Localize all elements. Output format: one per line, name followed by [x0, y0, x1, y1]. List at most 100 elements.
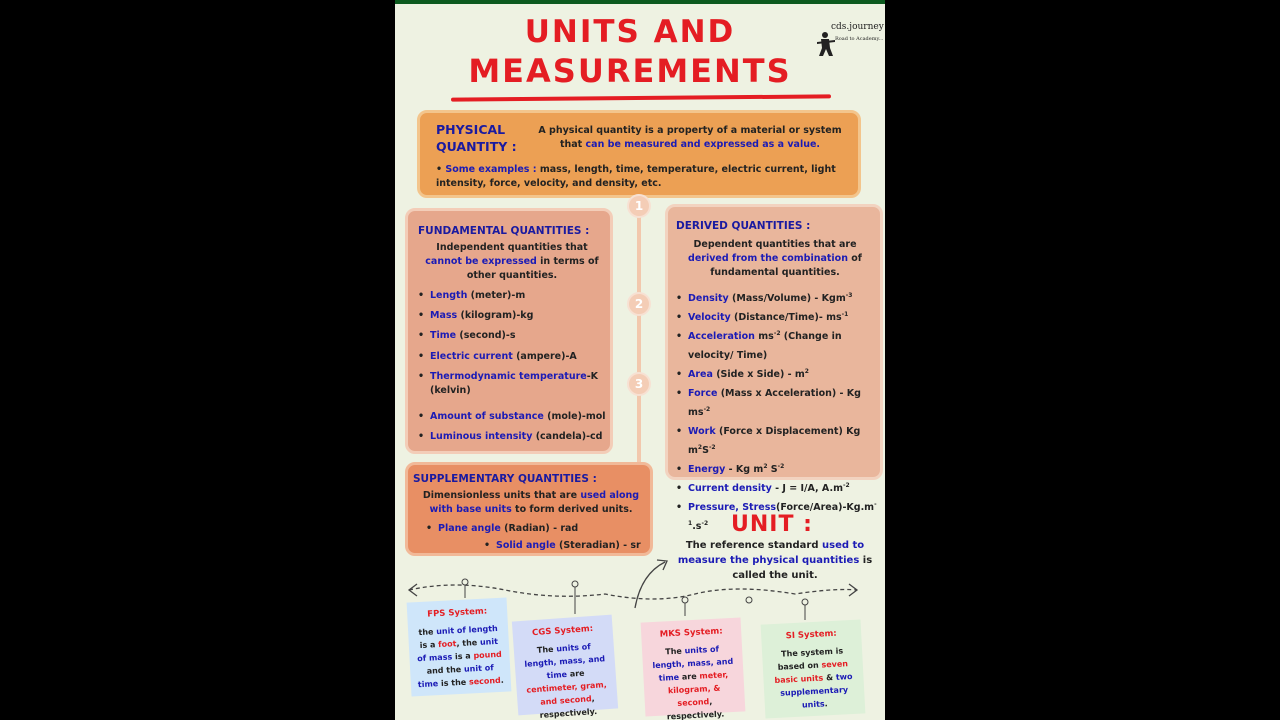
text: is a: [451, 651, 474, 662]
quantity-formula: - Kg m: [725, 464, 764, 475]
quantity-name: Length: [430, 290, 468, 301]
text: is the: [437, 677, 470, 689]
quantity-name: Thermodynamic temperature: [430, 370, 587, 382]
superscript: -2: [703, 405, 711, 413]
quantity-unit: -K (kelvin): [430, 370, 599, 396]
list-item: Time (second)-s: [418, 329, 614, 349]
step-number: 2: [627, 292, 651, 316]
list-item: Current density - J = I/A, A.m-2: [676, 479, 882, 498]
quantity-name: Solid angle: [496, 540, 556, 551]
timeline-connector: [637, 196, 641, 462]
superscript: -3: [845, 291, 853, 299]
list-item: Luminous intensity (candela)-cd: [418, 430, 614, 450]
quantity-name: Work: [688, 426, 716, 437]
quantity-formula-tail: S: [767, 464, 778, 475]
quantity-name: Time: [430, 330, 457, 342]
title-line-1: UNITS AND: [524, 14, 736, 50]
desc-text: of fundamental quantities.: [710, 253, 862, 278]
supplementary-list: Plane angle (Radian) - rad Solid angle (…: [426, 520, 652, 554]
text: The: [665, 646, 685, 657]
card-text: The units of length, mass, and time are …: [648, 642, 740, 720]
quantity-name: Mass: [430, 310, 458, 322]
supplementary-description: Dimensionless units that are used along …: [418, 489, 644, 517]
text: and the: [426, 664, 465, 676]
superscript: -2: [777, 462, 785, 470]
superscript: -2: [842, 481, 850, 489]
quantity-formula: (Force x Displacement) Kg m: [688, 426, 861, 456]
quantity-name: Pressure, Stress: [688, 502, 777, 513]
text: The: [536, 644, 557, 655]
definition-text: A physical quantity is a property of a m…: [538, 125, 842, 150]
text: &: [823, 672, 837, 683]
desc-highlight: cannot be expressed: [425, 256, 537, 267]
physical-quantity-title: PHYSICAL QUANTITY :: [436, 122, 517, 154]
top-bar: [395, 0, 885, 4]
title-line-2: MEASUREMENTS: [468, 52, 792, 90]
title-underline: [450, 94, 832, 102]
quantity-formula: ms: [754, 331, 774, 342]
examples-label: Some examples :: [445, 164, 537, 175]
step-number: 3: [627, 372, 651, 396]
quantity-unit: (meter)-m: [467, 290, 526, 301]
quantity-name: Energy: [688, 464, 726, 475]
fundamental-quantities-box: FUNDAMENTAL QUANTITIES : Independent qua…: [405, 208, 613, 454]
card-title: SI System:: [785, 628, 837, 642]
quantity-unit: (Radian) - rad: [500, 523, 579, 534]
card-text: the unit of length is a foot, the unit o…: [414, 622, 505, 692]
fundamental-title: FUNDAMENTAL QUANTITIES :: [418, 225, 590, 237]
desc-highlight: derived from the combination: [688, 253, 848, 264]
quantity-unit: (mole)-mol: [543, 410, 606, 422]
bullet-dot: •: [436, 164, 446, 175]
quantity-unit: (Steradian) - sr: [555, 540, 641, 551]
physical-quantity-examples: • Some examples : mass, length, time, te…: [436, 163, 846, 191]
text: is a: [419, 640, 439, 651]
quantity-name: Acceleration: [688, 331, 755, 342]
superscript: -2: [708, 443, 716, 451]
quantity-name: Density: [688, 293, 729, 304]
text: are: [566, 668, 585, 679]
list-item: Density (Mass/Volume) - Kgm-3: [676, 289, 882, 308]
desc-text: in terms of other quantities.: [466, 256, 599, 281]
desc-highlight: used along with base units: [429, 490, 640, 515]
superscript: 2: [763, 462, 768, 470]
derived-quantities-box: DERIVED QUANTITIES : Dependent quantitie…: [665, 204, 883, 532]
derived-title: DERIVED QUANTITIES :: [676, 220, 811, 232]
quantity-formula: - J = I/A, A.m: [771, 483, 843, 494]
text: , the: [456, 637, 481, 649]
quantity-unit: (ampere)-A: [512, 350, 577, 362]
text: .: [824, 699, 828, 709]
quantity-formula-tail: S: [702, 445, 709, 456]
text: the: [418, 627, 437, 638]
superscript: -1: [841, 310, 849, 318]
superscript: -2: [773, 329, 781, 337]
quantity-formula: (Side x Side) - m: [712, 369, 805, 380]
supplementary-quantities-box: SUPPLEMENTARY QUANTITIES : Dimensionless…: [405, 462, 653, 556]
list-item: Length (meter)-m: [418, 289, 614, 309]
unit-description: The reference standard used to measure t…: [675, 538, 875, 583]
quantity-name: Current density: [688, 483, 772, 494]
derived-list: Density (Mass/Volume) - Kgm-3 Velocity (…: [676, 289, 882, 536]
quantity-unit: (second)-s: [456, 330, 516, 342]
card-title: MKS System:: [659, 626, 723, 640]
list-item: Force (Mass x Acceleration) - Kg ms-2: [676, 384, 882, 422]
superscript: 2: [697, 443, 703, 451]
list-item: Mass (kilogram)-kg: [418, 309, 614, 329]
unit-title: UNIT :: [731, 512, 813, 537]
desc-text: Dependent quantities that are: [693, 239, 857, 250]
text: are: [678, 671, 700, 682]
desc-text: The reference standard: [685, 540, 819, 551]
brand-tagline: Road to Academy...: [835, 36, 884, 42]
card-text: The system is based on seven basic units…: [768, 644, 859, 714]
quantity-name: Velocity: [688, 312, 731, 323]
quantity-unit: (kilogram)-kg: [457, 310, 534, 322]
desc-highlight: used to measure the physical quantities: [677, 540, 865, 566]
definition-highlight: can be measured and expressed as a value…: [585, 139, 821, 150]
derived-description: Dependent quantities that are derived fr…: [676, 238, 874, 280]
list-item: Plane angle (Radian) - rad: [426, 520, 652, 537]
list-item: Acceleration ms-2 (Change in velocity/ T…: [676, 327, 882, 365]
text-red: second: [468, 675, 502, 687]
list-item: Electric current (ampere)-A: [418, 350, 614, 370]
list-item: Velocity (Distance/Time)- ms-1: [676, 308, 882, 327]
quantity-formula-tail: .s: [692, 521, 702, 532]
list-item: Work (Force x Displacement) Kg m2S-2: [676, 422, 882, 460]
